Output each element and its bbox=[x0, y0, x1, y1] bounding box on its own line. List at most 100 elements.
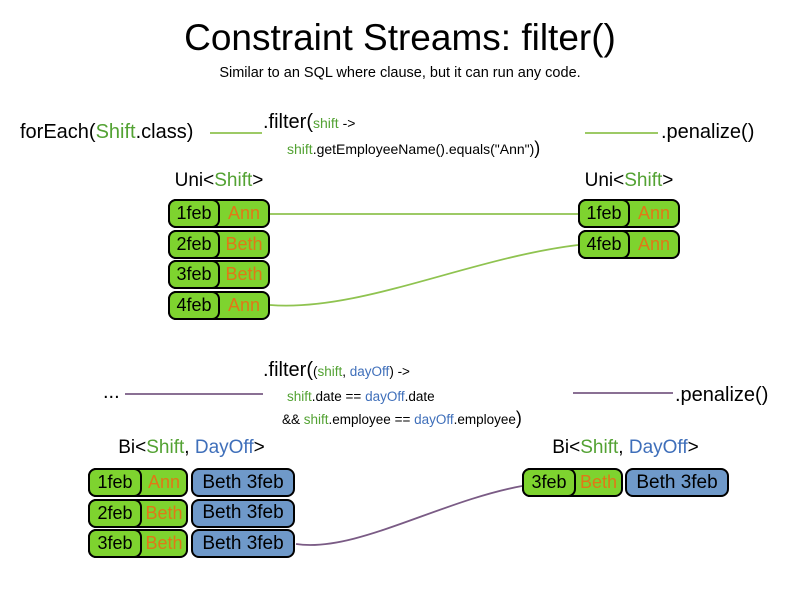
code-token: dayOff bbox=[414, 412, 454, 427]
table-row: 2feb Beth bbox=[168, 229, 270, 259]
label-token: Bi< bbox=[118, 437, 147, 458]
code-token: dayOff bbox=[349, 364, 390, 379]
label-token: Uni< bbox=[174, 170, 215, 191]
table-row: 3feb Beth bbox=[168, 260, 270, 289]
shift-cell: 3feb Beth bbox=[522, 468, 623, 497]
code-token: shift bbox=[317, 364, 343, 379]
code-token: && bbox=[282, 412, 304, 427]
label-token: > bbox=[687, 437, 699, 458]
date-cell: 4feb bbox=[168, 290, 220, 320]
connector-row-4feb bbox=[269, 244, 579, 307]
shift-cell: 4feb Ann bbox=[168, 290, 270, 320]
table-bi-right: 3feb Beth Beth 3feb bbox=[522, 468, 729, 499]
code-line: shift.getEmployeeName().equals("Ann")) bbox=[287, 139, 540, 159]
table-bi-left: 1feb Ann Beth 3feb 2feb Beth Beth 3feb 3… bbox=[88, 468, 295, 560]
date-cell: 3feb bbox=[88, 529, 142, 558]
page-subtitle: Similar to an SQL where clause, but it c… bbox=[219, 65, 581, 81]
table-row: 3feb Beth Beth 3feb bbox=[88, 529, 295, 558]
label-token: Bi< bbox=[552, 437, 581, 458]
code-line: .filter(shift -> bbox=[263, 109, 540, 137]
shift-cell: 2feb Beth bbox=[168, 229, 270, 259]
date-cell: 2feb bbox=[88, 498, 142, 528]
employee-cell: Beth bbox=[225, 264, 263, 284]
code-token: .date == bbox=[311, 389, 366, 404]
employee-cell: Ann bbox=[227, 294, 261, 315]
code-token: -> bbox=[338, 115, 356, 131]
code-token: ( bbox=[313, 364, 318, 379]
code-penalize-top: .penalize() bbox=[661, 121, 755, 143]
type-label-bi-right: Bi<Shift, DayOff> bbox=[522, 437, 729, 459]
code-token: .employee bbox=[453, 412, 516, 427]
table-uni-right: 1feb Ann 4feb Ann bbox=[578, 199, 680, 260]
employee-cell: Ann bbox=[637, 233, 671, 254]
label-token: DayOff bbox=[628, 437, 688, 458]
code-token: ) bbox=[515, 408, 522, 428]
table-row: 1feb Ann Beth 3feb bbox=[88, 468, 295, 497]
code-token: shift bbox=[287, 141, 313, 157]
code-filter-bottom: .filter((shift, dayOff) -> shift.date ==… bbox=[263, 357, 522, 429]
table-uni-left: 1feb Ann 2feb Beth 3feb Beth 4feb Ann bbox=[168, 199, 270, 321]
table-row: 3feb Beth Beth 3feb bbox=[522, 468, 729, 497]
code-token: ) bbox=[534, 138, 541, 158]
shift-cell: 1feb Ann bbox=[578, 199, 680, 228]
code-token: ) bbox=[389, 364, 394, 379]
employee-cell: Beth bbox=[145, 502, 183, 523]
table-row: 2feb Beth Beth 3feb bbox=[88, 498, 295, 528]
label-token: , bbox=[618, 437, 629, 458]
code-token: -> bbox=[393, 364, 410, 379]
connector-bottom-row bbox=[295, 485, 523, 546]
label-token: > bbox=[253, 437, 265, 458]
label-token: Shift bbox=[624, 170, 663, 191]
code-token: shift bbox=[313, 115, 339, 131]
code-line: && shift.employee == dayOff.employee) bbox=[282, 409, 522, 429]
label-token: Shift bbox=[146, 437, 185, 458]
table-row: 1feb Ann bbox=[578, 199, 680, 228]
label-token: Uni< bbox=[584, 170, 625, 191]
date-cell: 3feb bbox=[522, 468, 576, 497]
label-token: Shift bbox=[580, 437, 619, 458]
code-filter-top: .filter(shift -> shift.getEmployeeName()… bbox=[263, 109, 540, 159]
code-token: .getEmployeeName().equals("Ann") bbox=[312, 141, 535, 157]
date-cell: 1feb bbox=[578, 199, 630, 228]
dayoff-cell: Beth 3feb bbox=[191, 529, 295, 558]
code-token: Shift bbox=[95, 121, 136, 143]
shift-cell: 4feb Ann bbox=[578, 229, 680, 259]
code-token: dayOff bbox=[365, 389, 405, 404]
label-token: DayOff bbox=[194, 437, 254, 458]
code-foreach: forEach(Shift.class) bbox=[20, 121, 193, 144]
dayoff-cell: Beth 3feb bbox=[625, 468, 729, 497]
code-token: .employee == bbox=[328, 412, 415, 427]
code-penalize-bottom: .penalize() bbox=[675, 384, 769, 406]
type-label-bi-left: Bi<Shift, DayOff> bbox=[88, 437, 295, 459]
code-line: shift.date == dayOff.date bbox=[287, 387, 522, 406]
table-row: 4feb Ann bbox=[168, 290, 270, 320]
code-token: forEach( bbox=[20, 121, 96, 143]
employee-cell: Ann bbox=[637, 203, 671, 223]
code-token: shift bbox=[303, 412, 329, 427]
type-label-uni-right: Uni<Shift> bbox=[578, 170, 680, 192]
code-token: .class) bbox=[135, 121, 194, 143]
code-source-dots: ... bbox=[103, 381, 120, 403]
code-token: shift bbox=[287, 389, 312, 404]
code-token: .filter( bbox=[263, 111, 313, 133]
label-token: > bbox=[662, 170, 674, 191]
label-token: > bbox=[252, 170, 264, 191]
shift-cell: 1feb Ann bbox=[88, 468, 188, 497]
employee-cell: Beth bbox=[225, 233, 263, 254]
employee-cell: Beth bbox=[579, 472, 618, 492]
code-line: .filter((shift, dayOff) -> bbox=[263, 357, 522, 385]
dayoff-cell: Beth 3feb bbox=[191, 498, 295, 528]
table-row: 4feb Ann bbox=[578, 229, 680, 259]
code-token: .date bbox=[404, 389, 435, 404]
employee-cell: Ann bbox=[147, 472, 181, 492]
shift-cell: 2feb Beth bbox=[88, 498, 188, 528]
employee-cell: Beth bbox=[145, 533, 183, 553]
shift-cell: 1feb Ann bbox=[168, 199, 270, 228]
code-token: .filter( bbox=[263, 359, 313, 381]
type-label-uni-left: Uni<Shift> bbox=[168, 170, 270, 192]
page-title: Constraint Streams: filter() bbox=[184, 17, 616, 58]
date-cell: 1feb bbox=[168, 199, 220, 228]
date-cell: 2feb bbox=[168, 229, 220, 259]
shift-cell: 3feb Beth bbox=[88, 529, 188, 558]
